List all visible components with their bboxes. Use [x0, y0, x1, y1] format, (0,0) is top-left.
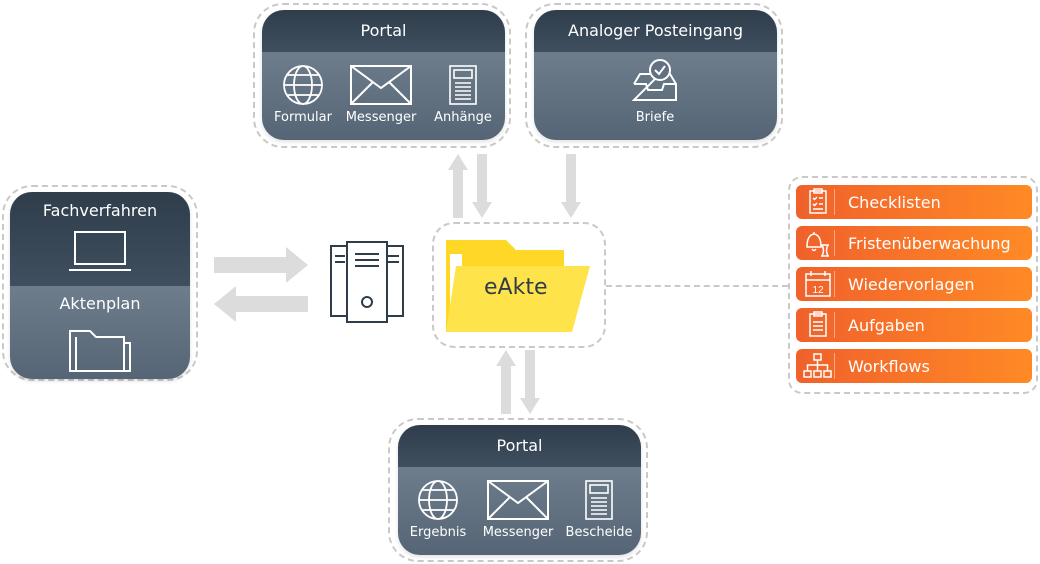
portal-bottom-title: Portal: [398, 425, 641, 467]
arrow-analog-to-eakte: [561, 154, 581, 218]
arrow-eakte-to-portal-top: [448, 154, 468, 218]
portal-top-label-anhaenge: Anhänge: [434, 110, 492, 125]
portal-top-frame: [253, 3, 511, 148]
feature-checklisten: Checklisten: [796, 185, 1032, 219]
calendar-icon-number: 12: [812, 285, 824, 296]
portal-bottom-label-bescheide: Bescheide: [565, 525, 633, 540]
portal-bottom-item-ergebnis: Ergebnis: [406, 479, 470, 540]
bell-hourglass-icon: [806, 232, 829, 257]
arrow-portal-bottom-to-eakte: [520, 350, 540, 414]
left-frame: [2, 185, 198, 381]
eakte-folder-icon: [446, 240, 590, 332]
feature-workflows: Workflows: [796, 349, 1032, 383]
server-icon: [330, 241, 404, 323]
eakte-label: eAkte: [484, 275, 548, 300]
feature-fristenueberwachung: Fristenüberwachung: [796, 226, 1032, 260]
arrow-to-server: [214, 247, 308, 283]
portal-top-item-messenger: Messenger: [345, 64, 417, 125]
workflow-icon: [803, 353, 832, 378]
checklist-icon: [809, 188, 827, 214]
portal-top-item-formular: Formular: [272, 64, 334, 125]
portal-bottom-item-messenger: Messenger: [482, 479, 554, 540]
arrow-from-server: [214, 286, 308, 322]
envelope-icon: [487, 480, 549, 520]
portal-bottom-card: Portal Ergebnis Messenger Bescheide: [398, 425, 641, 555]
feature-wiedervorlagen: 12 Wiedervorlagen: [796, 267, 1032, 301]
globe-icon: [283, 65, 323, 105]
portal-top-label-messenger: Messenger: [345, 110, 417, 125]
calendar-icon: 12: [805, 271, 831, 297]
arrow-eakte-to-portal-bottom: [496, 350, 516, 414]
analog-frame: [525, 3, 783, 148]
left-title-fachverfahren: Fachverfahren: [42, 201, 158, 220]
portal-top-label-formular: Formular: [274, 110, 332, 125]
left-card: Fachverfahren Aktenplan: [10, 192, 190, 379]
portal-top-card: Portal Formular Messenger Anhänge: [262, 10, 505, 140]
portal-bottom-frame: [388, 418, 648, 562]
portal-bottom-label-ergebnis: Ergebnis: [409, 525, 467, 540]
features-connector-line: [606, 285, 788, 287]
analog-item-briefe: Briefe: [620, 56, 690, 125]
analog-card: Analoger Posteingang Briefe: [534, 10, 777, 140]
feature-label-fristenueberwachung: Fristenüberwachung: [848, 234, 1011, 253]
portal-top-title: Portal: [262, 10, 505, 52]
feature-label-checklisten: Checklisten: [848, 193, 941, 212]
feature-label-aufgaben: Aufgaben: [848, 316, 925, 335]
inbox-check-icon: [631, 59, 677, 101]
arrow-portal-top-to-eakte: [472, 154, 492, 218]
folder-outline-icon: [69, 330, 131, 372]
features-frame: [788, 176, 1038, 394]
portal-bottom-item-bescheide: Bescheide: [564, 479, 634, 540]
analog-title: Analoger Posteingang: [534, 10, 777, 52]
doc-icon: [449, 65, 477, 105]
portal-top-item-anhaenge: Anhänge: [430, 64, 496, 125]
envelope-icon: [350, 65, 412, 105]
eakte-frame: [432, 222, 606, 348]
left-title-aktenplan: Aktenplan: [59, 294, 141, 313]
clipboard-icon: [809, 311, 827, 337]
globe-icon: [418, 480, 458, 520]
laptop-icon: [69, 231, 131, 271]
analog-label-briefe: Briefe: [635, 110, 675, 125]
feature-label-workflows: Workflows: [848, 357, 930, 376]
doc-icon: [585, 480, 613, 520]
portal-bottom-label-messenger: Messenger: [482, 525, 554, 540]
feature-label-wiedervorlagen: Wiedervorlagen: [848, 275, 975, 294]
feature-aufgaben: Aufgaben: [796, 308, 1032, 342]
